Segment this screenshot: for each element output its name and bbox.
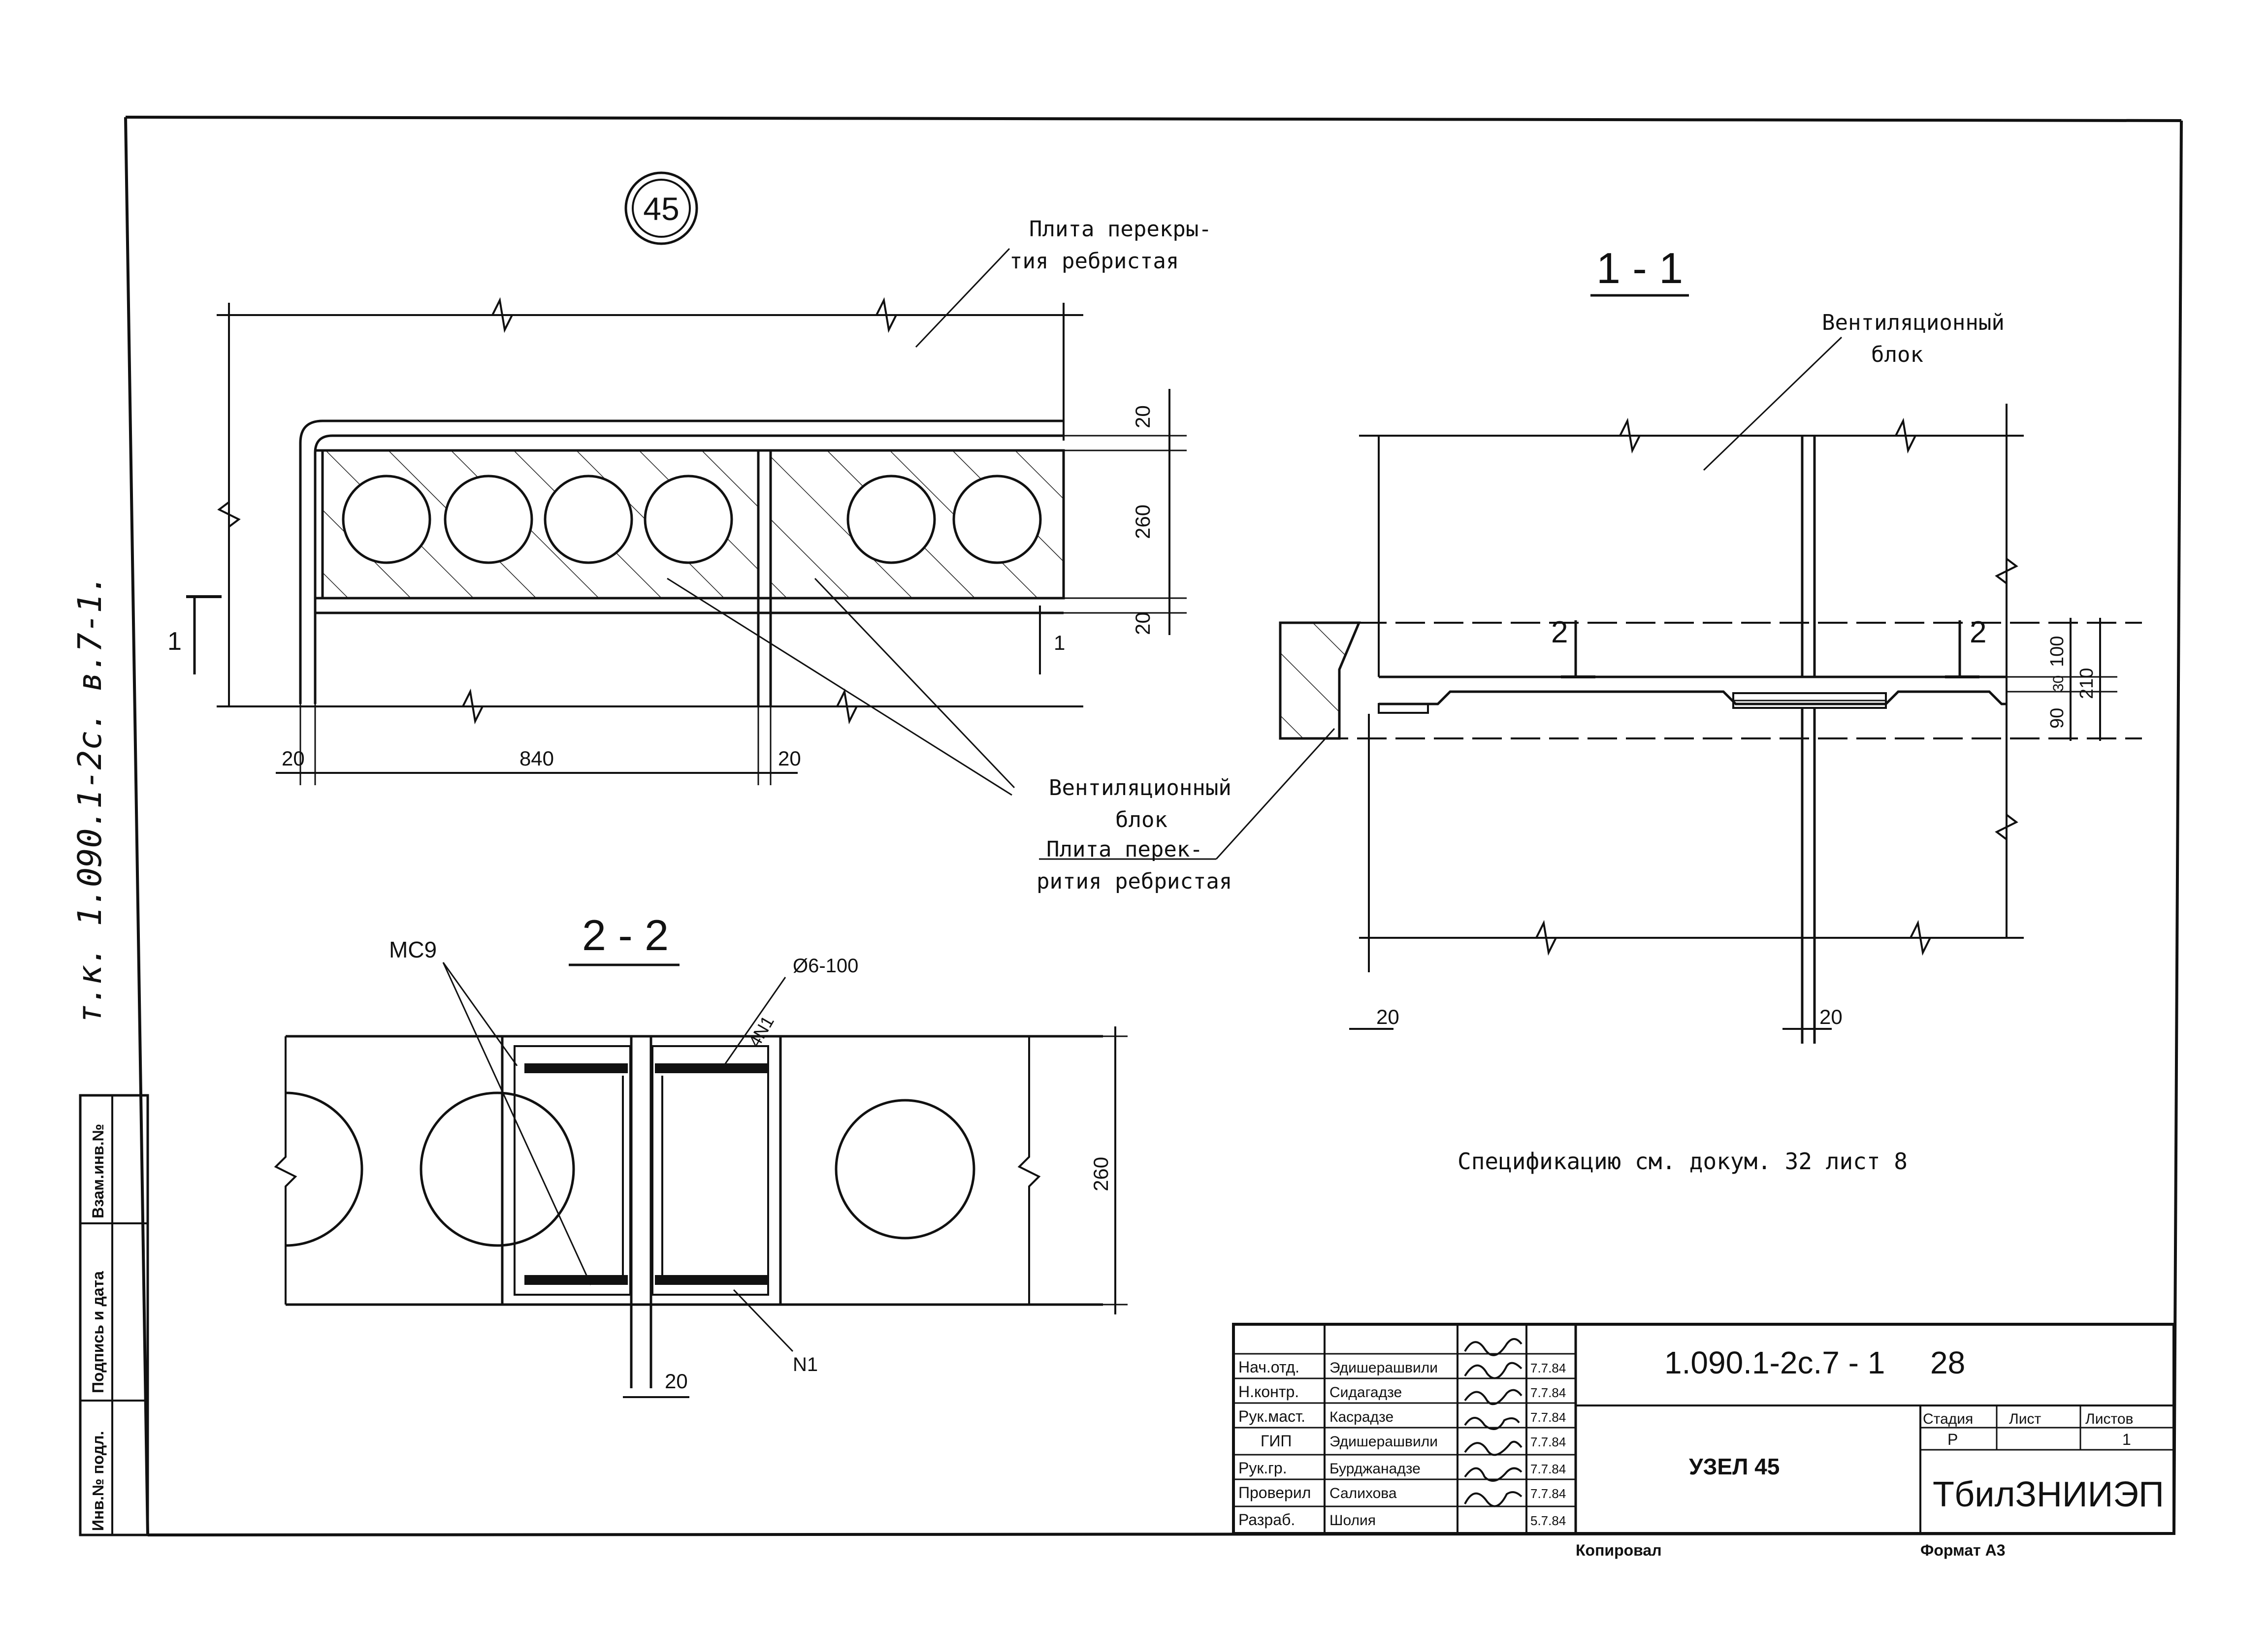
tb-name: Салихова (1329, 1485, 1397, 1501)
plan-label-slab-1: Плита перек- (1046, 837, 1203, 862)
section-1-1-vent-1: Вентиляционный (1822, 310, 2005, 335)
section-1-1: 1 - 1 Вентиляционный блок (1279, 244, 2142, 1175)
plan-view: 20 260 20 20 840 20 1 1 Плита перекры- т… (167, 217, 1335, 894)
section-1-1-dim-210: 210 (2076, 668, 2097, 699)
section-1-1-marker-right: 2 (1970, 615, 1986, 649)
rebar-label: Ø6-100 (793, 955, 858, 977)
node-mark-number: 45 (643, 191, 679, 227)
stage-label: Стадия (1923, 1411, 1973, 1427)
plan-void (644, 475, 733, 564)
section-2-2-void-left (285, 1091, 363, 1247)
section-1-1-dim-30: 30 (2050, 675, 2067, 692)
tb-name: Сидагадзе (1329, 1384, 1402, 1401)
plan-label-slab-top-1: Плита перекры- (1029, 217, 1212, 242)
stamp-inv-orig: Инв.№ подл. (89, 1431, 107, 1531)
section-1-1-dim-bottom-left: 20 (1376, 1005, 1399, 1028)
tb-role: Рук.маст. (1238, 1407, 1305, 1425)
mc9-label: МС9 (389, 937, 437, 962)
organization: ТбилЗНИИЭП (1933, 1475, 2164, 1514)
n1-label: N1 (793, 1354, 818, 1375)
tb-role: Разраб. (1238, 1511, 1295, 1529)
stamp-sign-date: Подпись и дата (89, 1271, 107, 1393)
title-block-rows: Нач.отд. Эдишерашвили 7.7.84 Н.контр. Си… (1238, 1358, 1566, 1529)
side-archive-note: т.к. 1.090.1-2с. в.7-1. (71, 574, 109, 1024)
section-2-2-dim-260: 260 (1089, 1157, 1112, 1191)
section-2-2-dim-20: 20 (665, 1370, 688, 1393)
plan-void (544, 475, 633, 564)
section-2-2-void (420, 1091, 575, 1247)
spec-note: Спецификацию см. докум. 32 лист 8 (1458, 1148, 1908, 1175)
bar-label-4n1: 4N1 (744, 1012, 778, 1051)
plan-dim-right-edge: 20 (778, 747, 801, 770)
plan-label-slab-2: рития ребристая (1037, 869, 1232, 894)
tb-date: 7.7.84 (1530, 1435, 1566, 1449)
signatures (1464, 1338, 1523, 1507)
section-1-1-vent-2: блок (1871, 342, 1923, 367)
section-2-2-void (835, 1099, 975, 1240)
tb-date: 7.7.84 (1530, 1361, 1566, 1375)
tb-role: Рук.гр. (1238, 1459, 1287, 1477)
plan-dim-middle: 260 (1131, 505, 1154, 539)
plan-dim-bottom: 20 (1131, 612, 1154, 635)
plan-dim-top: 20 (1131, 405, 1154, 428)
sheet-title: УЗЕЛ 45 (1689, 1454, 1780, 1479)
tb-name: Эдишерашвили (1329, 1434, 1438, 1450)
section-2-2-title: 2 - 2 (582, 911, 669, 959)
tb-role: ГИП (1261, 1432, 1292, 1450)
tb-name: Шолия (1329, 1512, 1376, 1529)
format-label: Формат А3 (1920, 1541, 2006, 1559)
side-stamp: Взам.инв.№ Подпись и дата Инв.№ подл. (79, 1094, 149, 1536)
doc-code: 1.090.1-2с.7 - 1 (1664, 1345, 1885, 1380)
section-1-1-dim-100: 100 (2047, 636, 2068, 667)
plan-void (952, 475, 1042, 564)
stage-value: Р (1947, 1431, 1958, 1448)
section-1-1-dim-bottom-mid: 20 (1819, 1005, 1843, 1028)
plan-section-marker-right: 1 (1054, 631, 1065, 654)
node-mark-circle: 45 (624, 171, 698, 245)
tb-role: Н.контр. (1238, 1383, 1299, 1401)
plan-dim-span: 840 (519, 747, 554, 770)
tb-date: 7.7.84 (1530, 1462, 1566, 1476)
tb-name: Бурджанадзе (1329, 1461, 1421, 1477)
tb-name: Эдишерашвили (1329, 1360, 1438, 1376)
plan-void (342, 475, 431, 564)
plan-label-slab-top-2: тия ребристая (1009, 249, 1179, 274)
tb-date: 7.7.84 (1530, 1385, 1566, 1400)
tb-date: 7.7.84 (1530, 1486, 1566, 1501)
sheets-value: 1 (2122, 1431, 2131, 1448)
sheets-label: Листов (2085, 1411, 2133, 1427)
stamp-inv-replace: Взам.инв.№ (89, 1124, 107, 1218)
copied-label: Копировал (1576, 1541, 1662, 1559)
tb-date: 7.7.84 (1530, 1410, 1566, 1425)
section-2-2: 2 - 2 МС9 4N1 Ø6-100 N1 (274, 911, 1128, 1398)
tb-role: Нач.отд. (1238, 1358, 1299, 1376)
plan-void (846, 475, 936, 564)
section-1-1-marker-left: 2 (1551, 615, 1568, 649)
section-1-1-title: 1 - 1 (1596, 244, 1683, 292)
plan-label-vent-1: Вентиляционный (1049, 775, 1231, 800)
section-1-1-dim-90: 90 (2047, 708, 2068, 729)
plan-dim-left-edge: 20 (282, 747, 305, 770)
sheet-number: 28 (1930, 1345, 1965, 1380)
tb-date: 5.7.84 (1530, 1513, 1566, 1528)
plan-section-marker-left: 1 (167, 627, 182, 656)
plan-label-vent-2: блок (1115, 807, 1167, 832)
plan-void (444, 475, 533, 564)
title-block: Нач.отд. Эдишерашвили 7.7.84 Н.контр. Си… (1232, 1323, 2175, 1559)
sheet-label: Лист (2009, 1411, 2041, 1427)
tb-role: Проверил (1238, 1484, 1311, 1501)
tb-name: Касрадзе (1329, 1409, 1393, 1425)
